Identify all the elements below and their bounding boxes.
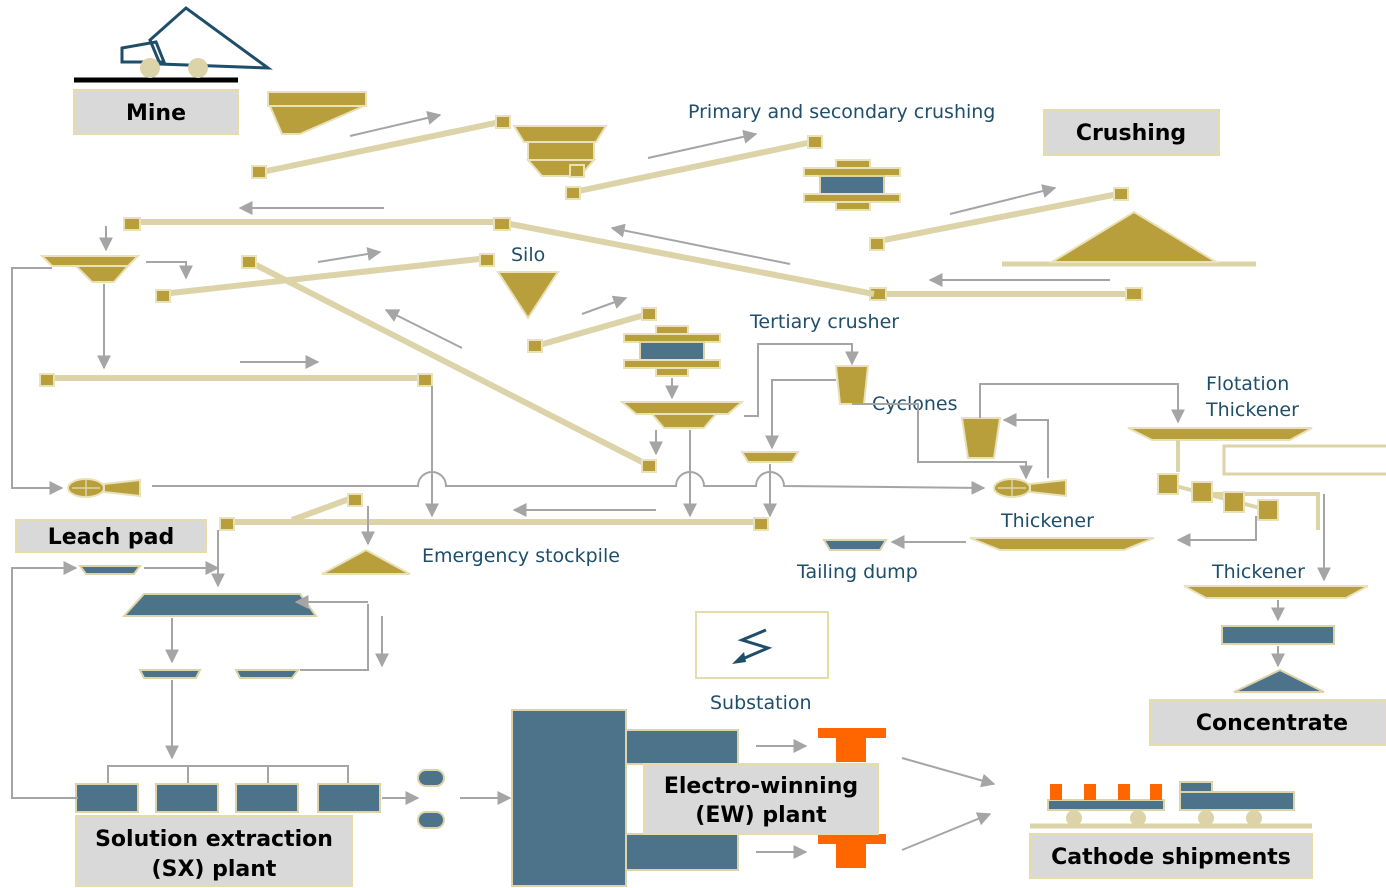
cathode-shipments-label: Cathode shipments <box>1051 845 1291 870</box>
conveyor-1 <box>251 111 511 179</box>
sx-mixer-settlers <box>11 561 420 813</box>
conveyor-3 <box>869 184 1129 251</box>
flotation-thickener <box>1127 427 1313 441</box>
pump-return-line <box>1002 413 1049 478</box>
cathode-label-box <box>1029 833 1313 879</box>
cathode-stack-top <box>818 728 886 762</box>
leach-pad-conveyor <box>219 493 769 531</box>
small-feeder <box>740 451 800 463</box>
tertiary-screen <box>619 343 859 518</box>
silo-label: Silo <box>511 244 545 266</box>
emergency-stockpile <box>321 548 411 575</box>
crushing-label-box <box>1043 109 1220 156</box>
electrolyte-tank-1 <box>417 769 445 787</box>
ew-to-shipment-arrow-2 <box>901 812 992 851</box>
primary-secondary-crushing-label: Primary and secondary crushing <box>688 101 995 123</box>
cyclone-1 <box>834 365 870 405</box>
locomotive-icon <box>1179 781 1295 811</box>
wheel <box>1198 810 1214 826</box>
return-conveyor <box>123 201 875 297</box>
pump-left <box>67 478 141 498</box>
bypass-conveyor <box>241 255 657 473</box>
silo <box>496 271 560 320</box>
wheel <box>1130 810 1146 826</box>
crushing-label: Crushing <box>1076 121 1186 146</box>
tertiary-feed-conveyor <box>527 295 657 353</box>
cathode-stack-bottom <box>818 834 886 868</box>
sx-label-box <box>75 815 353 887</box>
main-slurry-line <box>152 471 986 495</box>
concentrate-label-box <box>1149 699 1386 746</box>
thickener-right <box>1183 585 1369 599</box>
pump-right <box>993 478 1067 498</box>
cyclone-2 <box>960 417 1002 459</box>
silo-feed-conveyor <box>155 247 495 303</box>
secondary-crusher <box>803 159 901 211</box>
tertiary-crusher-label: Tertiary crusher <box>749 311 899 333</box>
lightning-bolt-icon <box>732 628 773 664</box>
leach-pad-label: Leach pad <box>48 525 175 550</box>
thickener-mid <box>969 537 1155 551</box>
ew-label-1: Electro-winning <box>664 774 858 799</box>
leach-pad-label-box <box>15 519 207 553</box>
concentrate-filter <box>1221 625 1335 645</box>
sx-label-1: Solution extraction <box>95 827 333 852</box>
flotation-launder <box>1222 444 1386 476</box>
flotation-cells <box>1157 440 1331 582</box>
haul-truck-icon <box>74 6 273 83</box>
wheel <box>1066 810 1082 826</box>
tailing-dump <box>822 539 888 551</box>
tailing-dump-label: Tailing dump <box>796 561 918 583</box>
leach-feed-conveyor <box>39 355 439 518</box>
sx-label-2: (SX) plant <box>152 857 277 882</box>
wheel <box>1246 810 1262 826</box>
thickener-mid-label: Thickener <box>1000 510 1094 532</box>
electrolyte-tank-2 <box>417 811 445 829</box>
cyclone-underflow-line <box>765 379 836 450</box>
cyclone-to-pump-line <box>852 403 1033 480</box>
ew-label-2: (EW) plant <box>695 803 827 828</box>
cathode-rail-car <box>1047 784 1165 811</box>
thickener-right-label: Thickener <box>1211 561 1305 583</box>
concentrate-label: Concentrate <box>1196 711 1348 736</box>
screen-feeder <box>11 226 193 495</box>
mine-label: Mine <box>126 101 186 126</box>
primary-crusher <box>512 125 608 178</box>
dump-hopper <box>267 91 367 135</box>
flotation-feed-line <box>979 383 1185 424</box>
substation-label: Substation <box>710 692 812 714</box>
conveyor-2 <box>565 129 823 200</box>
tertiary-crusher <box>623 325 721 400</box>
sx-ponds <box>78 530 389 760</box>
reclaim-conveyor <box>869 273 1143 301</box>
concentrate-pile <box>1233 668 1325 693</box>
crushed-ore-stockpile <box>1002 210 1256 267</box>
ew-plant-building <box>511 709 808 887</box>
mine-label-box <box>73 89 239 135</box>
ew-to-shipment-arrow-1 <box>901 757 996 788</box>
emergency-stockpile-label: Emergency stockpile <box>422 545 620 567</box>
flotation-label-2: Thickener <box>1205 399 1299 421</box>
ew-label-box <box>643 763 879 835</box>
flotation-label-1: Flotation <box>1206 373 1289 395</box>
